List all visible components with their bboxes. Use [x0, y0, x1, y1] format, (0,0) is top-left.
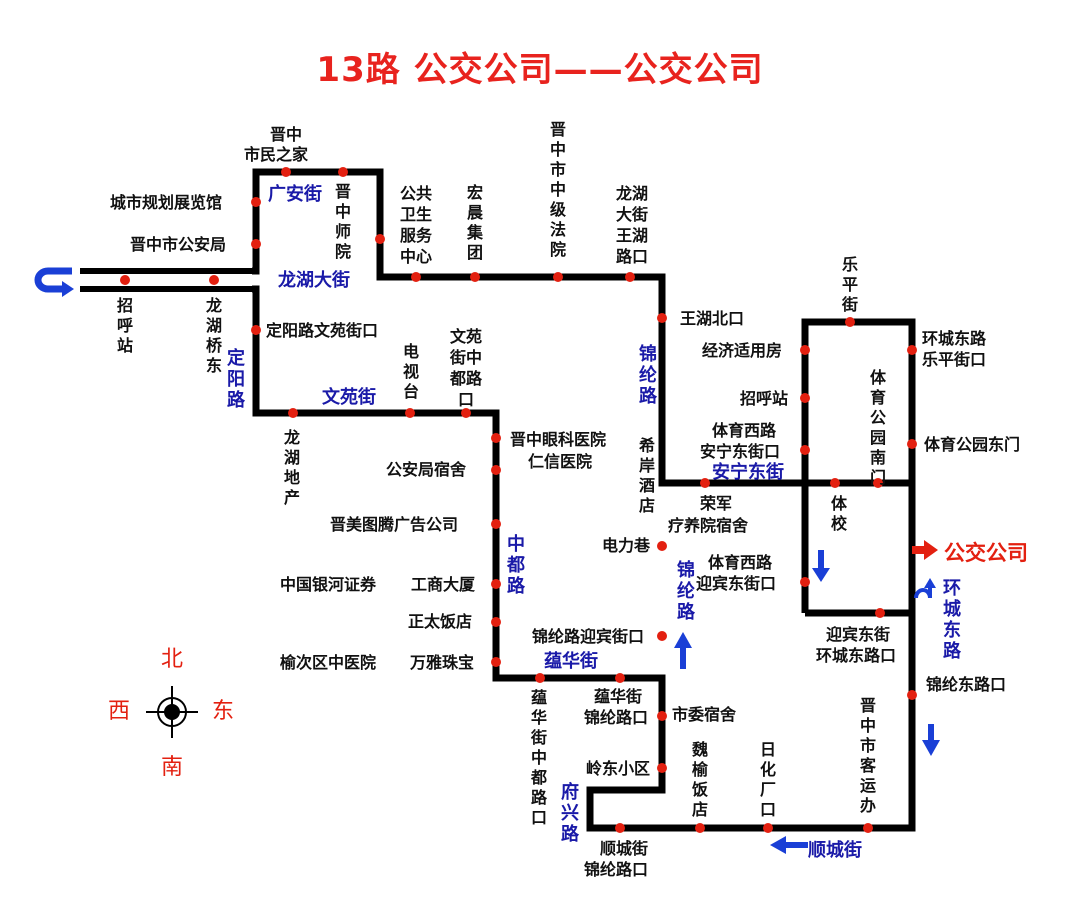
stop-yanke-1: 晋中眼科医院 [510, 430, 607, 449]
stop-hongchen: 宏晨集团 [466, 183, 483, 262]
stop-shiminzhijia-2: 市民之家 [244, 145, 309, 164]
stop-yanke-2: 仁信医院 [528, 452, 593, 471]
stop-dingyang-wenyuan: 定阳路文苑街口 [266, 321, 379, 340]
stop-jinglundonglukou: 锦纶东路口 [926, 675, 1007, 694]
stop-gongshang: 工商大厦 [411, 575, 476, 594]
page-title: 13路 公交公司——公交公司 [316, 50, 764, 90]
stop-huancheng-leping-1: 环城东路 [922, 329, 987, 348]
stop-tixiao: 体校 [830, 494, 847, 533]
route-line [252, 168, 916, 832]
stop-wenyuan-zhongdu: 文苑街中都路口 [449, 327, 482, 409]
route-loop [801, 318, 916, 483]
stop-rongjun-1: 荣军 [700, 494, 733, 513]
compass-east: 东 [212, 699, 235, 724]
stop-gonganju: 晋中市公安局 [130, 235, 227, 254]
stop-lepingjie: 乐平街 [841, 255, 858, 314]
stop-shuncheng-1: 顺城街 [600, 839, 649, 858]
stop-dots [120, 167, 917, 833]
street-shuncheng: 顺城街 [808, 840, 862, 861]
stop-dianshitai: 电视台 [402, 342, 419, 401]
stop-dianlixiang: 电力巷 [602, 536, 651, 555]
compass-icon [146, 686, 198, 738]
start-lines [80, 268, 252, 292]
street-fuxing: 府兴路 [561, 782, 579, 845]
stop-wanya: 万雅珠宝 [410, 653, 475, 672]
stop-xian: 希岸酒店 [638, 436, 655, 515]
stop-tiyu-yingbin-2: 迎宾东街口 [696, 574, 777, 593]
u-turn-icon [34, 267, 74, 297]
street-huancheng: 环城东路 [943, 578, 961, 662]
stop-shifanyuan: 晋中师院 [334, 182, 351, 261]
compass-north: 北 [161, 647, 184, 672]
stop-tiyu-anning-1: 体育西路 [712, 421, 777, 440]
stop-zhengtai: 正太饭店 [408, 612, 473, 631]
stop-shuncheng-2: 锦纶路口 [584, 860, 649, 879]
stop-tiyu-anning-2: 安宁东街口 [700, 442, 781, 461]
stop-jinglun-yingbin: 锦纶路迎宾街口 [532, 627, 645, 646]
stop-longhudichan: 龙湖地产 [283, 428, 300, 507]
stop-yunhua-jinglun-2: 锦纶路口 [584, 708, 649, 727]
stop-jingji: 经济适用房 [702, 341, 783, 360]
loop-arrow-icon [914, 578, 936, 599]
street-longhu: 龙湖大街 [278, 270, 350, 291]
stop-zhaohu2: 招呼站 [740, 389, 789, 408]
stop-lingdong: 岭东小区 [586, 759, 651, 778]
stop-longhuqiaodong: 龙湖桥东 [205, 296, 222, 375]
street-dingyang: 定阳路 [227, 348, 245, 411]
stop-zhaohuzhan: 招呼站 [116, 296, 133, 355]
stop-gonganjusushe: 公安局宿舍 [386, 460, 467, 479]
stop-rihua: 日化厂口 [759, 740, 776, 819]
stop-shiminzhijia-1: 晋中 [270, 125, 303, 144]
stop-yunhua-zhongdu: 蕴华街中都路口 [530, 688, 547, 827]
arrow-icons [674, 550, 940, 854]
stop-rongjun-2: 疗养院宿舍 [668, 516, 749, 535]
street-wenyuan: 文苑街 [322, 387, 376, 408]
compass-south: 南 [161, 755, 184, 780]
stop-wanghu: 龙湖大街王湖路口 [615, 184, 648, 266]
stop-wanghubeikou: 王湖北口 [680, 309, 745, 328]
street-yunhua: 蕴华街 [544, 651, 598, 672]
street-jinglun-a: 锦纶路 [639, 344, 657, 407]
stop-tiyugongyuan-nan: 体育公园南门 [869, 368, 886, 487]
stop-tiyugongyuan-dong: 体育公园东门 [924, 435, 1021, 454]
arrow-right-icon [912, 540, 938, 560]
stop-weiyu: 魏榆饭店 [691, 740, 708, 819]
street-jinglun-b: 锦纶路 [677, 560, 695, 623]
stop-shiwei: 市委宿舍 [672, 705, 737, 724]
stop-yinhe: 中国银河证券 [280, 575, 377, 594]
street-zhongdu: 中都路 [507, 534, 525, 597]
stop-weisheng: 公共卫生服务中心 [399, 184, 432, 266]
compass-west: 西 [108, 699, 131, 724]
stop-zhongyiyuan: 榆次区中医院 [280, 653, 377, 672]
stop-tiyu-yingbin-1: 体育西路 [708, 553, 773, 572]
stop-keyunban: 晋中市客运办 [859, 696, 876, 815]
stop-guihuaguan: 城市规划展览馆 [110, 193, 223, 212]
stop-yunhua-jinglun-1: 蕴华街 [594, 687, 643, 706]
destination-label: 公交公司 [944, 541, 1028, 565]
stop-yingbin-huancheng-1: 迎宾东街 [826, 625, 891, 644]
street-guangan: 广安街 [268, 184, 322, 205]
street-anning: 安宁东街 [712, 462, 784, 483]
stop-huancheng-leping-2: 乐平街口 [922, 350, 987, 369]
stop-jinmei: 晋美图腾广告公司 [330, 515, 459, 534]
stop-fayuan: 晋中市中级法院 [549, 120, 566, 259]
stop-yingbin-huancheng-2: 环城东路口 [816, 646, 897, 665]
